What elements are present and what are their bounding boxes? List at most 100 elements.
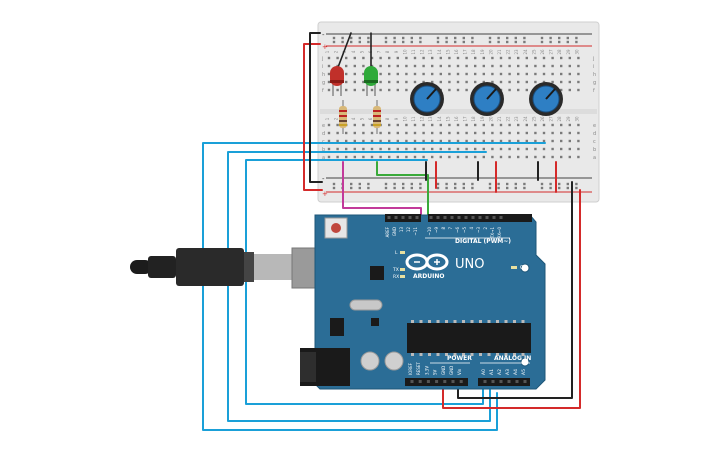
breadboard-hole (336, 147, 339, 151)
column-number: 12 (420, 49, 425, 55)
row-letter: e (322, 123, 325, 129)
breadboard-hole (388, 123, 391, 127)
rail-hole (523, 182, 526, 186)
breadboard-hole (551, 123, 554, 127)
breadboard-hole (413, 147, 417, 151)
breadboard-hole (439, 155, 442, 159)
digital-pin-label: 8 (441, 227, 446, 230)
header-pin (471, 216, 475, 219)
red-wire-rail-link (303, 43, 323, 191)
rail-hole (393, 182, 396, 186)
breadboard-hole (345, 64, 348, 68)
breadboard-hole (534, 131, 537, 135)
breadboard-hole (577, 56, 580, 60)
breadboard-hole (327, 123, 331, 127)
breadboard-hole (542, 147, 546, 151)
breadboard-hole (577, 139, 580, 143)
header-pin (408, 216, 412, 219)
breadboard-hole (474, 64, 477, 68)
tx-label: TX (392, 267, 399, 273)
column-number: 5 (359, 50, 364, 53)
breadboard-hole (534, 139, 537, 143)
chip-pin (462, 320, 465, 323)
chip-pin (436, 320, 440, 323)
header-pin (459, 380, 463, 383)
rail-hole (488, 182, 492, 186)
l-led (400, 251, 405, 254)
breadboard-hole (456, 131, 460, 135)
rail-hole (462, 182, 465, 186)
breadboard-hole (353, 80, 356, 84)
breadboard-hole (560, 155, 563, 159)
rail-hole (419, 182, 422, 186)
breadboard-hole (456, 155, 460, 159)
wires (202, 32, 581, 431)
chip-pin (496, 353, 499, 356)
rail-hole (445, 182, 448, 186)
blue-wire-a1 (227, 151, 491, 422)
column-number: 24 (523, 116, 528, 122)
breadboard-hole (413, 56, 417, 60)
breadboard-hole (448, 131, 451, 135)
rail-hole (506, 40, 509, 44)
breadboard-hole (551, 139, 554, 143)
breadboard-hole (353, 56, 356, 60)
header-pin (499, 380, 503, 383)
breadboard-hole (388, 131, 391, 135)
breadboard-hole (542, 80, 546, 84)
chip-pin (445, 320, 448, 323)
header-pin (394, 216, 398, 219)
rail-hole (436, 40, 440, 44)
on-label: ON (520, 265, 528, 271)
row-letter: f (322, 88, 324, 94)
breadboard-hole (431, 139, 434, 143)
rail-hole (358, 186, 361, 190)
breadboard-hole (336, 139, 339, 143)
breadboard-hole (517, 80, 520, 84)
digital-pin-label: 7 (448, 227, 453, 230)
header-pin (523, 380, 527, 383)
breadboard-hole (456, 80, 460, 84)
breadboard-hole (422, 123, 425, 127)
breadboard-hole (362, 56, 365, 60)
breadboard-hole (431, 56, 434, 60)
rail-hole (410, 40, 413, 44)
header-pin (483, 380, 487, 383)
power-pin-label: RESET (416, 362, 421, 375)
breadboard-hole (327, 131, 331, 135)
breadboard-hole (422, 155, 425, 159)
breadboard-hole (405, 72, 408, 76)
breadboard-hole (499, 56, 503, 60)
potentiometer-1 (410, 82, 444, 116)
digital-pin-label: GND (392, 227, 397, 236)
breadboard-hole (422, 80, 425, 84)
breadboard-hole (560, 56, 563, 60)
rail-hole (367, 186, 370, 190)
rail-hole (488, 186, 492, 190)
breadboard-hole (353, 64, 356, 68)
chip-pin (470, 320, 474, 323)
breadboard-hole (474, 155, 477, 159)
breadboard-hole (525, 155, 528, 159)
breadboard-hole (517, 56, 520, 60)
breadboard-hole (465, 155, 468, 159)
breadboard-hole (422, 72, 425, 76)
breadboard-hole (327, 155, 331, 159)
row-letter: b (593, 147, 596, 153)
rail-hole (523, 186, 526, 190)
column-number: 11 (411, 116, 416, 122)
breadboard: - + - + 11223344556677889910101111121213… (317, 21, 600, 203)
chip-pin (470, 353, 474, 356)
breadboard-hole (353, 72, 356, 76)
header-pin (443, 216, 447, 219)
header-pin (401, 216, 405, 219)
breadboard-hole (413, 123, 417, 127)
breadboard-hole (379, 147, 382, 151)
rail-hole (419, 186, 422, 190)
header-pin (418, 380, 422, 383)
breadboard-hole (439, 72, 442, 76)
led-red-ground-jumper (336, 32, 352, 71)
column-number: 21 (497, 49, 502, 55)
